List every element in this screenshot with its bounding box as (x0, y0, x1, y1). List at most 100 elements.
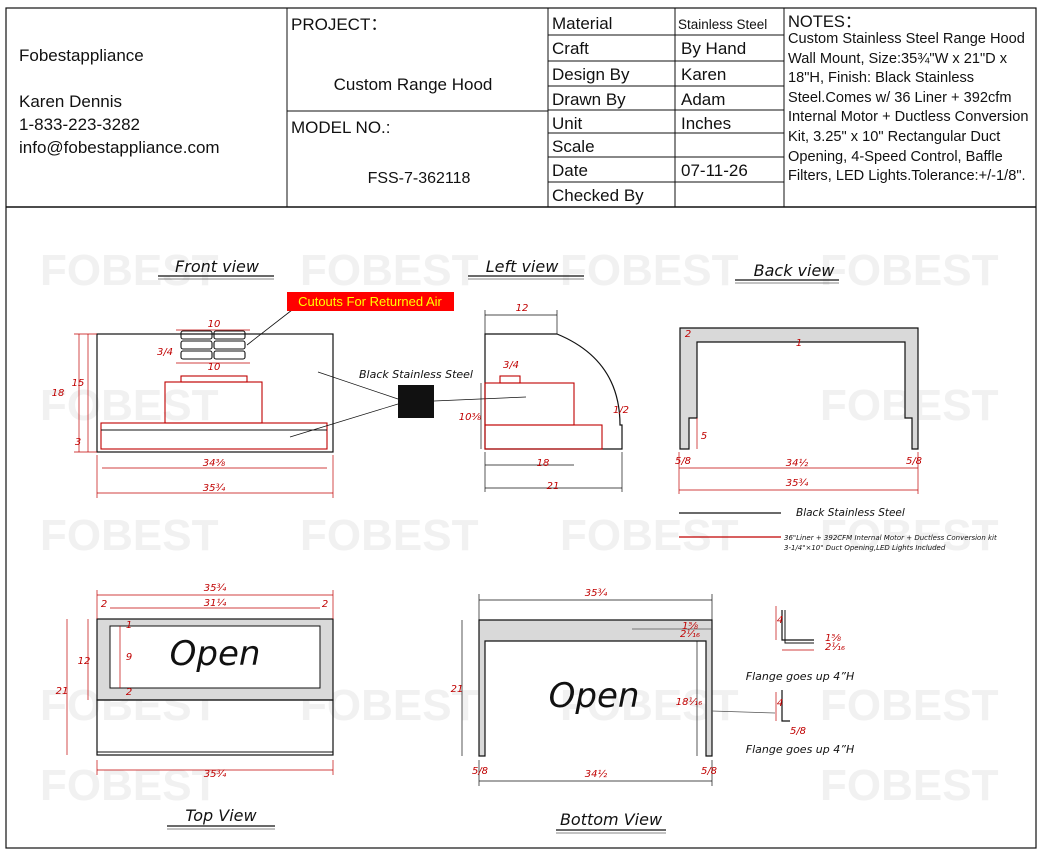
spec-value: By Hand (681, 39, 746, 58)
left-dim-liner-h: 10⅜ (459, 412, 482, 423)
back-dim-leg-right: 5/8 (906, 456, 922, 467)
watermark: FOBEST (560, 246, 739, 295)
top-dim-back: 2 (126, 687, 132, 698)
spec-label: Material (552, 14, 612, 33)
notes-text: Custom Stainless Steel Range Hood Wall M… (788, 31, 1029, 185)
left-dim-motor: 3/4 (503, 360, 519, 371)
flange-dim-h1: 4 (777, 615, 783, 626)
watermark: FOBEST (560, 511, 739, 560)
top-dim-bottom: 35¾ (204, 769, 227, 780)
back-view: Back view 2 1 5 5/8 5/8 34½ 35¾ (675, 261, 922, 494)
company-name: Fobestappliance (19, 46, 144, 65)
top-view-title: Top View (185, 806, 257, 825)
material-swatch: Black Stainless Steel (289, 368, 527, 438)
watermark: FOBEST (40, 381, 219, 430)
spec-value: Karen (681, 65, 726, 84)
top-dim-depth-open: 12 (78, 656, 91, 667)
spec-label: Unit (552, 114, 583, 133)
front-dim-height: 18 (52, 388, 65, 399)
left-hood-outline (484, 333, 623, 450)
spec-label: Craft (552, 39, 589, 58)
back-dim-inner-w: 34½ (786, 457, 809, 469)
front-dim-vent-w: 10 (208, 319, 221, 330)
watermark: FOBEST (40, 511, 219, 560)
legend-liner-line-2: 3-1/4"×10" Duct Opening,LED Lights Inclu… (784, 544, 946, 552)
back-dim-leg-h: 5 (701, 431, 707, 442)
top-dim-side-right: 2 (322, 599, 328, 610)
front-liner (100, 375, 328, 450)
bottom-dim-side-h: 18¹⁄₁₆ (676, 697, 702, 708)
bottom-dim-leg-right: 5/8 (701, 766, 717, 777)
flange-label-1: Flange goes up 4”H (746, 670, 854, 683)
front-dim-vent-w2: 10 (208, 362, 221, 373)
bottom-dim-leg-left: 5/8 (472, 766, 488, 777)
top-opening (109, 625, 321, 689)
contact-name: Karen Dennis (19, 92, 122, 111)
front-dim-vent-h: 3/4 (157, 347, 173, 358)
watermark: FOBEST (300, 511, 479, 560)
spec-value: Inches (681, 114, 731, 133)
front-vent-slots (180, 330, 246, 360)
left-dim-liner-d: 18 (537, 458, 550, 469)
project-name: Custom Range Hood (334, 75, 493, 94)
front-dim-lower: 3 (75, 437, 81, 448)
back-shell (679, 327, 919, 450)
spec-value: Stainless Steel (678, 17, 767, 32)
left-view-title: Left view (486, 257, 560, 276)
bottom-dim-inner: 34½ (585, 768, 608, 780)
title-block (6, 8, 1036, 208)
bottom-shell (478, 619, 713, 757)
watermark: FOBEST (820, 511, 999, 560)
front-hood-outline (96, 333, 334, 453)
spec-label: Date (552, 161, 588, 180)
spec-label: Checked By (552, 186, 644, 205)
back-view-title: Back view (754, 261, 836, 280)
model-number: FSS-7-362118 (368, 170, 471, 187)
top-dim-side-left: 2 (101, 599, 107, 610)
back-dim-outer-w: 35¾ (786, 478, 809, 489)
watermark: FOBEST (820, 761, 999, 810)
flange-dim-w1: 1⅝ (825, 633, 841, 644)
contact-phone: 1-833-223-3282 (19, 115, 140, 134)
line-legend: Black Stainless Steel 36"Liner + 392CFM … (679, 507, 997, 552)
sheet-border (5, 7, 1037, 849)
watermark: FOBEST (300, 246, 479, 295)
spec-label: Design By (552, 65, 630, 84)
contact-email: info@fobestappliance.com (19, 138, 220, 157)
flange-dim-w2: 5/8 (790, 726, 806, 737)
left-view: Left view 12 3/4 10⅜ 1/2 18 21 (459, 257, 629, 492)
front-view-title: Front view (175, 257, 260, 276)
top-dim-outer: 35¾ (204, 583, 227, 594)
left-dim-tip: 1/2 (613, 405, 629, 416)
left-dim-top: 12 (516, 303, 529, 314)
watermark-layer: FOBEST FOBEST FOBEST FOBEST FOBEST FOBEST FOBE… (40, 246, 999, 810)
back-dim-top: 1 (796, 338, 802, 349)
bottom-dim-depth: 21 (451, 684, 464, 695)
flange-label-2: Flange goes up 4”H (746, 743, 854, 756)
front-dim-upper: 15 (72, 378, 85, 389)
back-dim-top-left: 2 (685, 329, 691, 340)
flange-details: 4 1⅝ 2¹⁄₁₆ Flange goes up 4”H 4 5/8 Flan… (746, 606, 854, 756)
bottom-dim-front-t: 1⅝ (682, 621, 698, 632)
top-open-text: Open (170, 634, 261, 674)
bottom-view: Open 35¾ 1⅝ 2¹⁄₁₆ 21 18¹⁄₁₆ 5/8 34½ 5/8 … (451, 588, 776, 834)
watermark: FOBEST (820, 681, 999, 730)
flange-dim-w1b: 2¹⁄₁₆ (825, 642, 845, 653)
top-dim-front: 1 (126, 620, 132, 631)
back-dim-leg-left: 5/8 (675, 456, 691, 467)
left-liner (484, 375, 603, 450)
material-swatch-label: Black Stainless Steel (359, 368, 473, 381)
spec-label: Drawn By (552, 90, 626, 109)
front-dim-outer-width: 35¾ (203, 483, 226, 494)
cutouts-callout-text: Cutouts For Returned Air (298, 294, 442, 309)
legend-liner-line-1: 36"Liner + 392CFM Internal Motor + Ductl… (784, 534, 997, 542)
model-label: MODEL NO.: (291, 118, 391, 137)
spec-value: Adam (681, 90, 725, 109)
front-dim-inner-width: 34⅜ (203, 458, 226, 469)
legend-black-steel: Black Stainless Steel (796, 507, 905, 519)
flange-dim-h2: 4 (777, 698, 783, 709)
top-dim-inner: 31¼ (204, 597, 227, 609)
bottom-dim-top: 35¾ (585, 588, 608, 599)
project-label: PROJECT： (291, 15, 387, 34)
